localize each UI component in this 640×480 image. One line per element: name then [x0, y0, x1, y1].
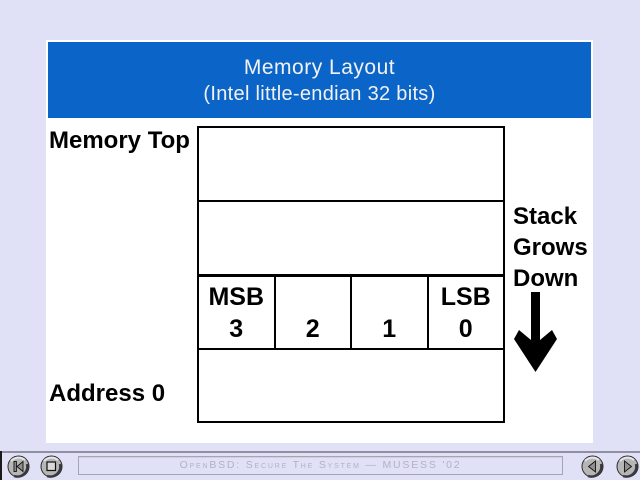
arrow-right-icon — [616, 455, 639, 478]
slide-title: Memory Layout — [243, 55, 396, 79]
byte-index: 0 — [458, 315, 473, 343]
memory-row-stack — [199, 202, 503, 277]
byte-index: 1 — [382, 315, 397, 343]
slide-title-bar: Memory Layout (Intel little-endian 32 bi… — [48, 42, 591, 118]
memory-top-label: Memory Top — [49, 127, 190, 154]
byte-cell-3: MSB 3 — [199, 277, 276, 348]
slide-subtitle: (Intel little-endian 32 bits) — [203, 82, 436, 105]
memory-diagram: MSB 3 2 1 LSB 0 — [197, 126, 505, 423]
stop-button[interactable] — [40, 455, 63, 478]
status-caption-box: OpenBSD: Secure The System — MUSESS '02 — [78, 456, 563, 475]
byte-tag-msb: MSB — [208, 283, 265, 311]
byte-index: 3 — [229, 315, 244, 343]
arrow-left-icon — [581, 455, 604, 478]
byte-index: 2 — [305, 315, 320, 343]
stop-icon — [40, 455, 63, 478]
memory-row-top — [199, 128, 503, 202]
byte-cell-0: LSB 0 — [429, 277, 504, 348]
stack-grows-down-label: Stack Grows Down — [513, 203, 588, 292]
byte-cell-1: 1 — [352, 277, 429, 348]
arrow-down-icon — [514, 292, 557, 372]
previous-slide-button[interactable] — [581, 455, 604, 478]
byte-tag-lsb: LSB — [440, 283, 491, 311]
byte-cell-2: 2 — [276, 277, 352, 348]
window-edge — [0, 451, 2, 480]
next-slide-button[interactable] — [616, 455, 639, 478]
status-caption: OpenBSD: Secure The System — MUSESS '02 — [179, 459, 462, 471]
skip-to-start-button[interactable] — [7, 455, 30, 478]
address-zero-label: Address 0 — [49, 380, 166, 407]
memory-row-bottom — [199, 350, 503, 421]
byte-order-row: MSB 3 2 1 LSB 0 — [199, 277, 503, 350]
statusbar-separator — [0, 451, 640, 453]
skip-to-start-icon — [7, 455, 30, 478]
